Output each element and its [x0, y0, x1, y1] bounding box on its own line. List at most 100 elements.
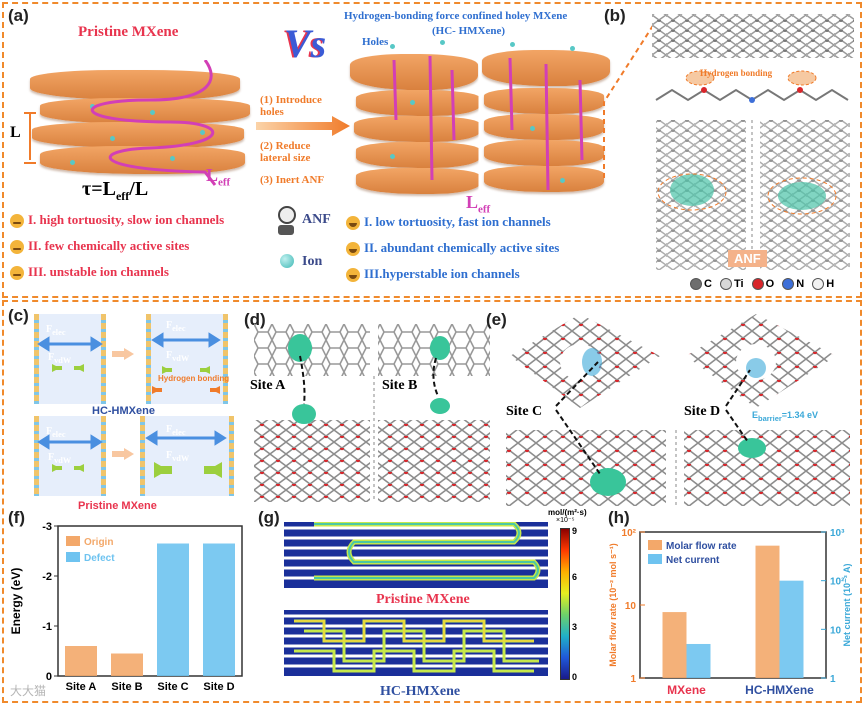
right-tick-label: 10: [830, 625, 842, 636]
flux-map-pristine: [284, 521, 548, 588]
step-3-label: (3) Inert ANF: [260, 174, 325, 186]
panel-a-label: (a): [8, 6, 29, 25]
flux-colorbar: [560, 528, 570, 680]
atom-legend: C Ti O N H: [690, 278, 839, 291]
pristine-mxene-title: Pristine MXene: [78, 24, 179, 40]
panel-ab-frame: [2, 2, 862, 298]
flux-map-hc: [284, 610, 548, 676]
ion-legend-icon: [280, 254, 294, 268]
pristine-mxene-stack: [30, 60, 250, 186]
pristine-point-3: III. unstable ion channels: [10, 264, 169, 280]
colorbar-tick-3: 3: [572, 622, 578, 632]
panel-c-pristine-caption: Pristine MXene: [78, 500, 157, 512]
panel-c-hbond-label: Hydrogen bonding: [158, 374, 230, 383]
panel-c-fvdw-3: FvdW: [48, 452, 72, 465]
site-a-label: Site A: [250, 378, 286, 393]
x-tick-label: MXene: [667, 683, 706, 697]
sad-face-icon: [10, 239, 24, 254]
happy-face-icon: [346, 241, 360, 256]
legend-swatch: [648, 554, 662, 564]
right-axis-title: Net current (10⁻³ A): [842, 564, 852, 647]
right-tick-label: 1: [830, 674, 836, 685]
y-tick-label: -2: [42, 571, 52, 583]
colorbar-tick-0: 0: [572, 672, 578, 682]
anf-box-label: ANF: [728, 250, 767, 267]
site-b-label: Site B: [382, 378, 418, 393]
panel-f-label: (f): [8, 508, 25, 527]
x-tick-label: Site C: [157, 681, 188, 693]
panel-c-fvdw-4: FvdW: [166, 450, 190, 463]
holes-label: Holes: [362, 36, 389, 48]
legend-label: Net current: [666, 555, 720, 566]
happy-face-icon: [346, 267, 360, 282]
flux-unit-label: mol/(m²·s): [548, 508, 587, 517]
sad-face-icon: [10, 265, 24, 280]
panel-c-felec-3: Felec: [46, 426, 66, 439]
site-d-label: Site D: [684, 404, 721, 419]
hc-point-3: III.hyperstable ion channels: [346, 266, 520, 282]
flux-unit-exp: ×10⁻⁵: [556, 517, 575, 524]
sad-face-icon: [10, 213, 24, 228]
bar-net-current-hc-hmxene: [779, 580, 804, 678]
anf-legend-label: ANF: [302, 212, 331, 227]
watermark: 大大猫: [10, 684, 47, 698]
y-tick-label: -1: [42, 621, 52, 633]
left-tick-label: 10: [625, 601, 637, 612]
l-label: L: [10, 124, 21, 141]
panel-e-label: (e): [486, 310, 507, 329]
legend-swatch: [66, 536, 80, 546]
hc-hmxene-subtitle: (HC- HMXene): [432, 25, 506, 37]
right-tick-label: 10³: [830, 528, 845, 539]
step-2-label: (2) Reduce lateral size: [260, 140, 311, 164]
happy-face-icon: [346, 215, 360, 230]
right-tick-label: 10²: [830, 577, 845, 588]
flux-pristine-caption: Pristine MXene: [376, 592, 470, 607]
left-axis-title: Molar flow rate (10⁻² mol s⁻¹): [608, 543, 618, 667]
atom-h-icon: [812, 278, 825, 291]
e-barrier-label: Ebarrier=1.34 eV: [752, 410, 819, 423]
flux-hc-caption: HC-HMXene: [380, 684, 461, 699]
leff-label: Leff: [206, 165, 231, 189]
left-tick-label: 10²: [622, 528, 637, 539]
hc-point-2: II. abundant chemically active sites: [346, 240, 559, 256]
x-tick-label: Site D: [203, 681, 234, 693]
panel-c-label: (c): [8, 306, 29, 325]
atom-ti-icon: [720, 278, 733, 291]
bar-molar-flow-rate-hc-hmxene: [755, 545, 780, 678]
step-1-label: (1) Introduce holes: [260, 94, 322, 118]
bar-net-current-mxene: [686, 643, 711, 678]
tortuosity-formula: τ=Leff/L: [82, 178, 149, 203]
y-tick-label: 0: [46, 671, 52, 683]
panel-b-structure: [652, 10, 854, 270]
colorbar-tick-6: 6: [572, 572, 578, 582]
legend-label: Defect: [84, 553, 115, 564]
panel-g-label: (g): [258, 508, 280, 527]
pristine-point-2: II. few chemically active sites: [10, 238, 189, 254]
process-arrow-icon: [256, 116, 350, 136]
panel-e-structure: [500, 310, 856, 506]
bar-origin-site-b: [111, 653, 143, 676]
panel-ch-frame: [2, 300, 862, 703]
hc-hmxene-stack: [350, 40, 610, 200]
zoom-connector: [603, 23, 655, 178]
anf-legend-icon: [278, 206, 296, 235]
legend-label: Molar flow rate: [666, 541, 737, 552]
atom-c-icon: [690, 278, 702, 291]
hc-point-1: I. low tortuosity, fast ion channels: [346, 214, 551, 230]
hydrogen-bonding-label: Hydrogen bonding: [700, 68, 773, 78]
panel-c-hc-caption: HC-HMXene: [92, 405, 155, 417]
panel-c-felec-4: Felec: [166, 424, 186, 437]
plot-frame: [57, 525, 243, 677]
bar-defect-site-d: [203, 543, 235, 676]
bar-origin-site-a: [65, 646, 97, 676]
panel-b-label: (b): [604, 6, 626, 25]
panel-c-felec-1: Felec: [46, 324, 66, 337]
y-axis-title: Energy (eV): [9, 568, 23, 635]
panel-c-felec-2: Felec: [166, 320, 186, 333]
colorbar-tick-9: 9: [572, 526, 578, 536]
panel-h-label: (h): [608, 508, 630, 527]
legend-label: Origin: [84, 537, 113, 548]
legend-swatch: [66, 552, 80, 562]
